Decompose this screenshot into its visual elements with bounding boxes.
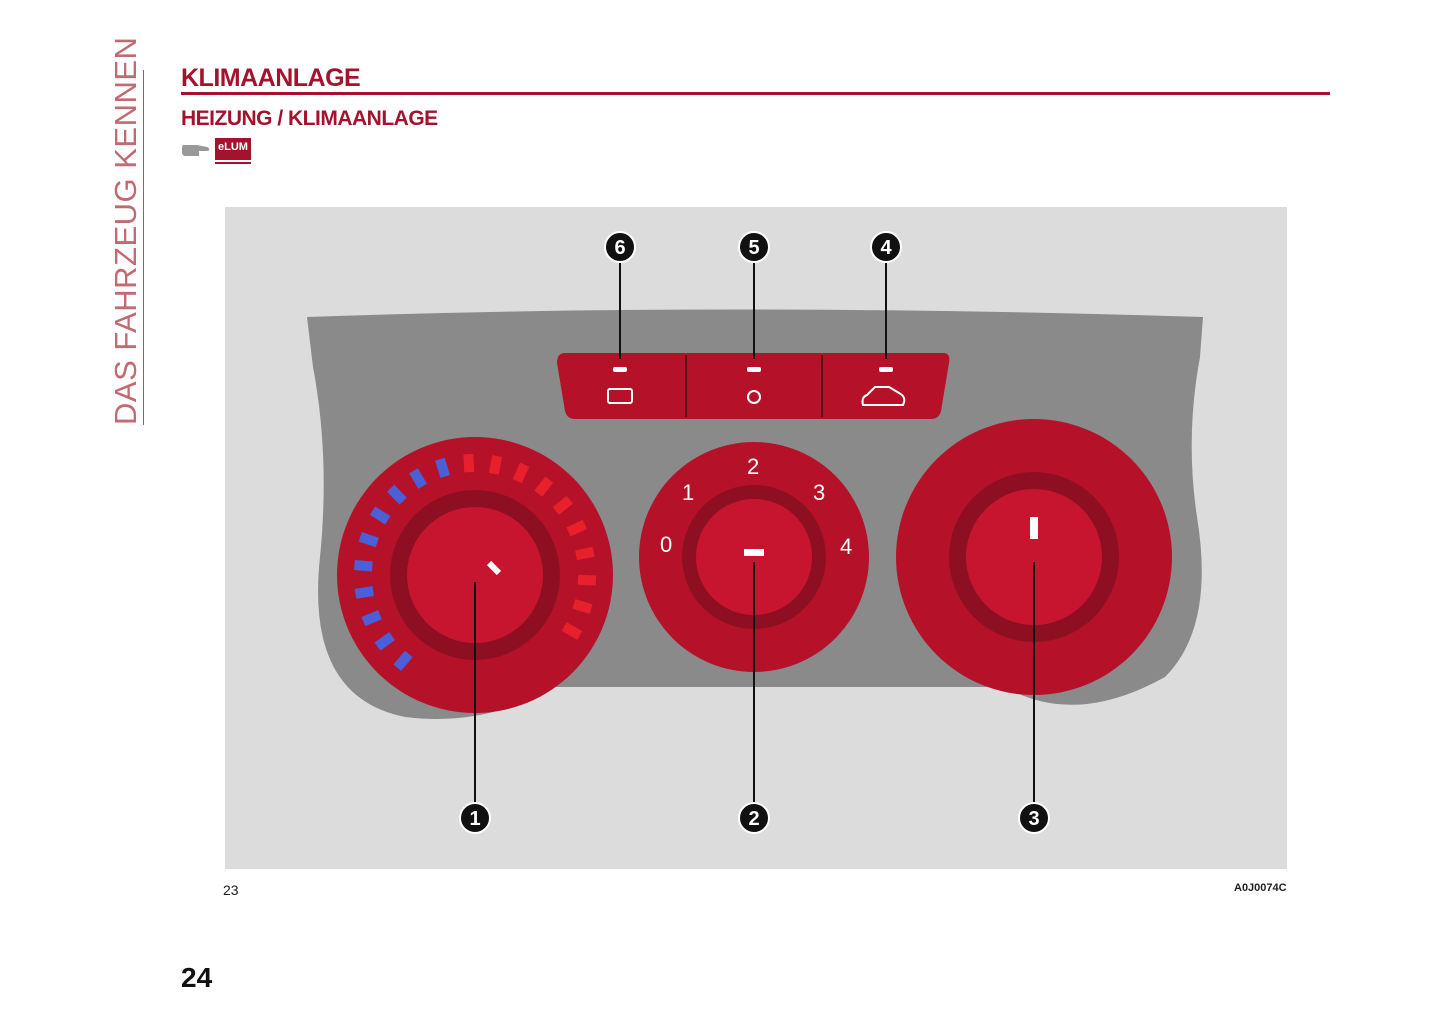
- temperature-segment: [369, 506, 391, 525]
- ac-snowflake-icon: [747, 390, 761, 404]
- callout-marker: [604, 231, 636, 263]
- temperature-segment: [512, 462, 530, 484]
- page-title: KLIMAANLAGE: [181, 64, 361, 92]
- fan-speed-label: 3: [813, 480, 825, 505]
- callout-number: 4: [880, 237, 892, 259]
- air-distribution-dial[interactable]: [896, 419, 1172, 695]
- callout-number: 1: [469, 808, 480, 830]
- temperature-segment: [393, 650, 413, 671]
- temperature-segment: [435, 457, 450, 478]
- temperature-segment: [354, 586, 375, 599]
- pointing-hand-icon: [182, 145, 210, 156]
- figure-number: 23: [223, 882, 239, 898]
- temperature-segment: [354, 560, 373, 572]
- section-tab-label: DAS FAHRZEUG KENNEN: [108, 36, 143, 425]
- recirculation-button[interactable]: [861, 367, 906, 406]
- temperature-segment: [572, 599, 593, 614]
- temperature-segment: [409, 468, 427, 489]
- fan-speed-label: 4: [840, 534, 852, 559]
- elum-badge: eLUM: [215, 138, 251, 162]
- temperature-segment: [374, 631, 395, 651]
- rear-defrost-button[interactable]: [607, 367, 633, 404]
- climate-control-figure: 0 1 2 3 4 1 2 3 4 5 6: [225, 207, 1287, 869]
- section-divider: [143, 70, 144, 425]
- fan-speed-label: 0: [660, 532, 672, 557]
- fan-speed-label: 1: [682, 480, 694, 505]
- button-strip: [557, 353, 950, 419]
- temperature-segment: [387, 484, 407, 505]
- callout-marker: [738, 231, 770, 263]
- callout-marker: [870, 231, 902, 263]
- ac-button[interactable]: [747, 367, 761, 404]
- fan-speed-dial[interactable]: 0 1 2 3 4: [639, 442, 869, 672]
- callout-number: 5: [748, 237, 759, 259]
- temperature-segment: [552, 495, 573, 515]
- callout-marker: [738, 802, 770, 834]
- fan-speed-label: 2: [747, 454, 759, 479]
- callout-number: 2: [748, 808, 759, 830]
- rear-defrost-icon: [607, 388, 633, 404]
- temperature-segment: [577, 574, 597, 586]
- temperature-segment: [358, 532, 379, 548]
- temperature-segment: [561, 622, 583, 640]
- temperature-dial[interactable]: [337, 437, 613, 713]
- callout-number: 3: [1028, 808, 1039, 830]
- section-subtitle: HEIZUNG / KLIMAANLAGE: [181, 107, 438, 130]
- title-rule: [181, 92, 1330, 95]
- figure-code: A0J0074C: [1234, 882, 1287, 894]
- page-number: 24: [181, 962, 213, 993]
- temperature-segment: [534, 476, 554, 497]
- recirculation-icon: [861, 386, 906, 406]
- temperature-segment: [575, 546, 595, 561]
- temperature-segment: [488, 455, 503, 475]
- callout-marker: [1018, 802, 1050, 834]
- callout-number: 6: [614, 237, 625, 259]
- callout-marker: [459, 802, 491, 834]
- temperature-segment: [566, 519, 587, 537]
- temperature-segment: [463, 453, 475, 473]
- temperature-segment: [361, 610, 382, 627]
